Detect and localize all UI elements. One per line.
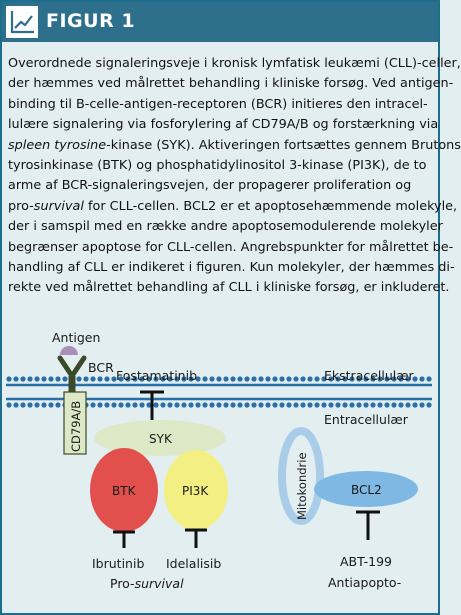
mitochondria-shape (278, 427, 324, 525)
caption-line: der i samspil med en række andre apoptos… (8, 219, 443, 235)
abt199-label: ABT-199 (340, 554, 392, 569)
pi3k-ellipse (164, 450, 228, 530)
caption-line: pro-survival for CLL-cellen. BCL2 er et … (8, 197, 457, 217)
mitochondria-label: Mitokondrie (295, 452, 309, 520)
caption-italic: spleen tyrosine (8, 137, 107, 153)
bcl2-label: BCL2 (351, 483, 382, 497)
antiapopto-label: Antiapopto- (328, 575, 401, 590)
syk-label: SYK (149, 432, 173, 446)
syk-ellipse (94, 420, 226, 456)
figure-header: FIGUR 1 (2, 2, 438, 42)
antigen-label: Antigen (52, 330, 100, 345)
extracellular-label: Ekstracellulær (324, 368, 415, 383)
pi3k-label: PI3K (182, 484, 209, 498)
antigen-shape (60, 346, 78, 355)
figure-caption: Overordnede signaleringsveje i kronisk l… (8, 54, 461, 299)
caption-line: tyrosinkinase (BTK) og phosphatidylinosi… (8, 158, 427, 174)
cell-membrane (6, 376, 432, 408)
fostamatinib-label: Fostamatinib (116, 368, 197, 383)
caption-text: -kinase (SYK). Aktiveringen fortsættes g… (106, 137, 461, 153)
btk-label: BTK (112, 484, 137, 498)
caption-text: for CLL-cellen. BCL2 er et apoptosehæmme… (83, 198, 458, 214)
caption-line: arme af BCR-signaleringsvejen, der propa… (8, 178, 412, 194)
caption-line: spleen tyrosine-kinase (SYK). Aktivering… (8, 136, 461, 156)
ibrutinib-label: Ibrutinib (92, 556, 144, 571)
figure-title: FIGUR 1 (46, 10, 136, 32)
cd79-box (63, 391, 87, 455)
bcr-label: BCR (88, 360, 114, 375)
btk-ellipse (90, 448, 158, 532)
caption-line: Overordnede signaleringsveje i kronisk l… (8, 56, 461, 71)
caption-line: handling af CLL er indikeret i figuren. … (8, 260, 455, 276)
idelalisib-label: Idelalisib (166, 556, 221, 571)
intracellular-label: Entracellulær (324, 412, 409, 427)
caption-italic: survival (33, 198, 84, 214)
caption-line: lulære signalering via fosforylering af … (8, 117, 439, 133)
caption-line: rekte ved målrettet behandling af CLL i … (8, 280, 450, 296)
bcl2-ellipse (314, 471, 418, 507)
chart-line-icon (6, 6, 38, 38)
signaling-diagram: Antigen BCR CD79A/B Fostamatinib SYK BTK… (6, 330, 432, 591)
caption-line: binding til B-celle-antigen-receptoren (… (8, 96, 428, 112)
caption-line: begrænser apoptose for CLL-cellen. Angre… (8, 239, 454, 255)
caption-line: der hæmmes ved målrettet behandling i kl… (8, 76, 454, 92)
caption-text: pro- (8, 198, 34, 214)
cd79-label: CD79A/B (69, 401, 83, 452)
pro-survival-label: Pro-survival (110, 576, 184, 591)
